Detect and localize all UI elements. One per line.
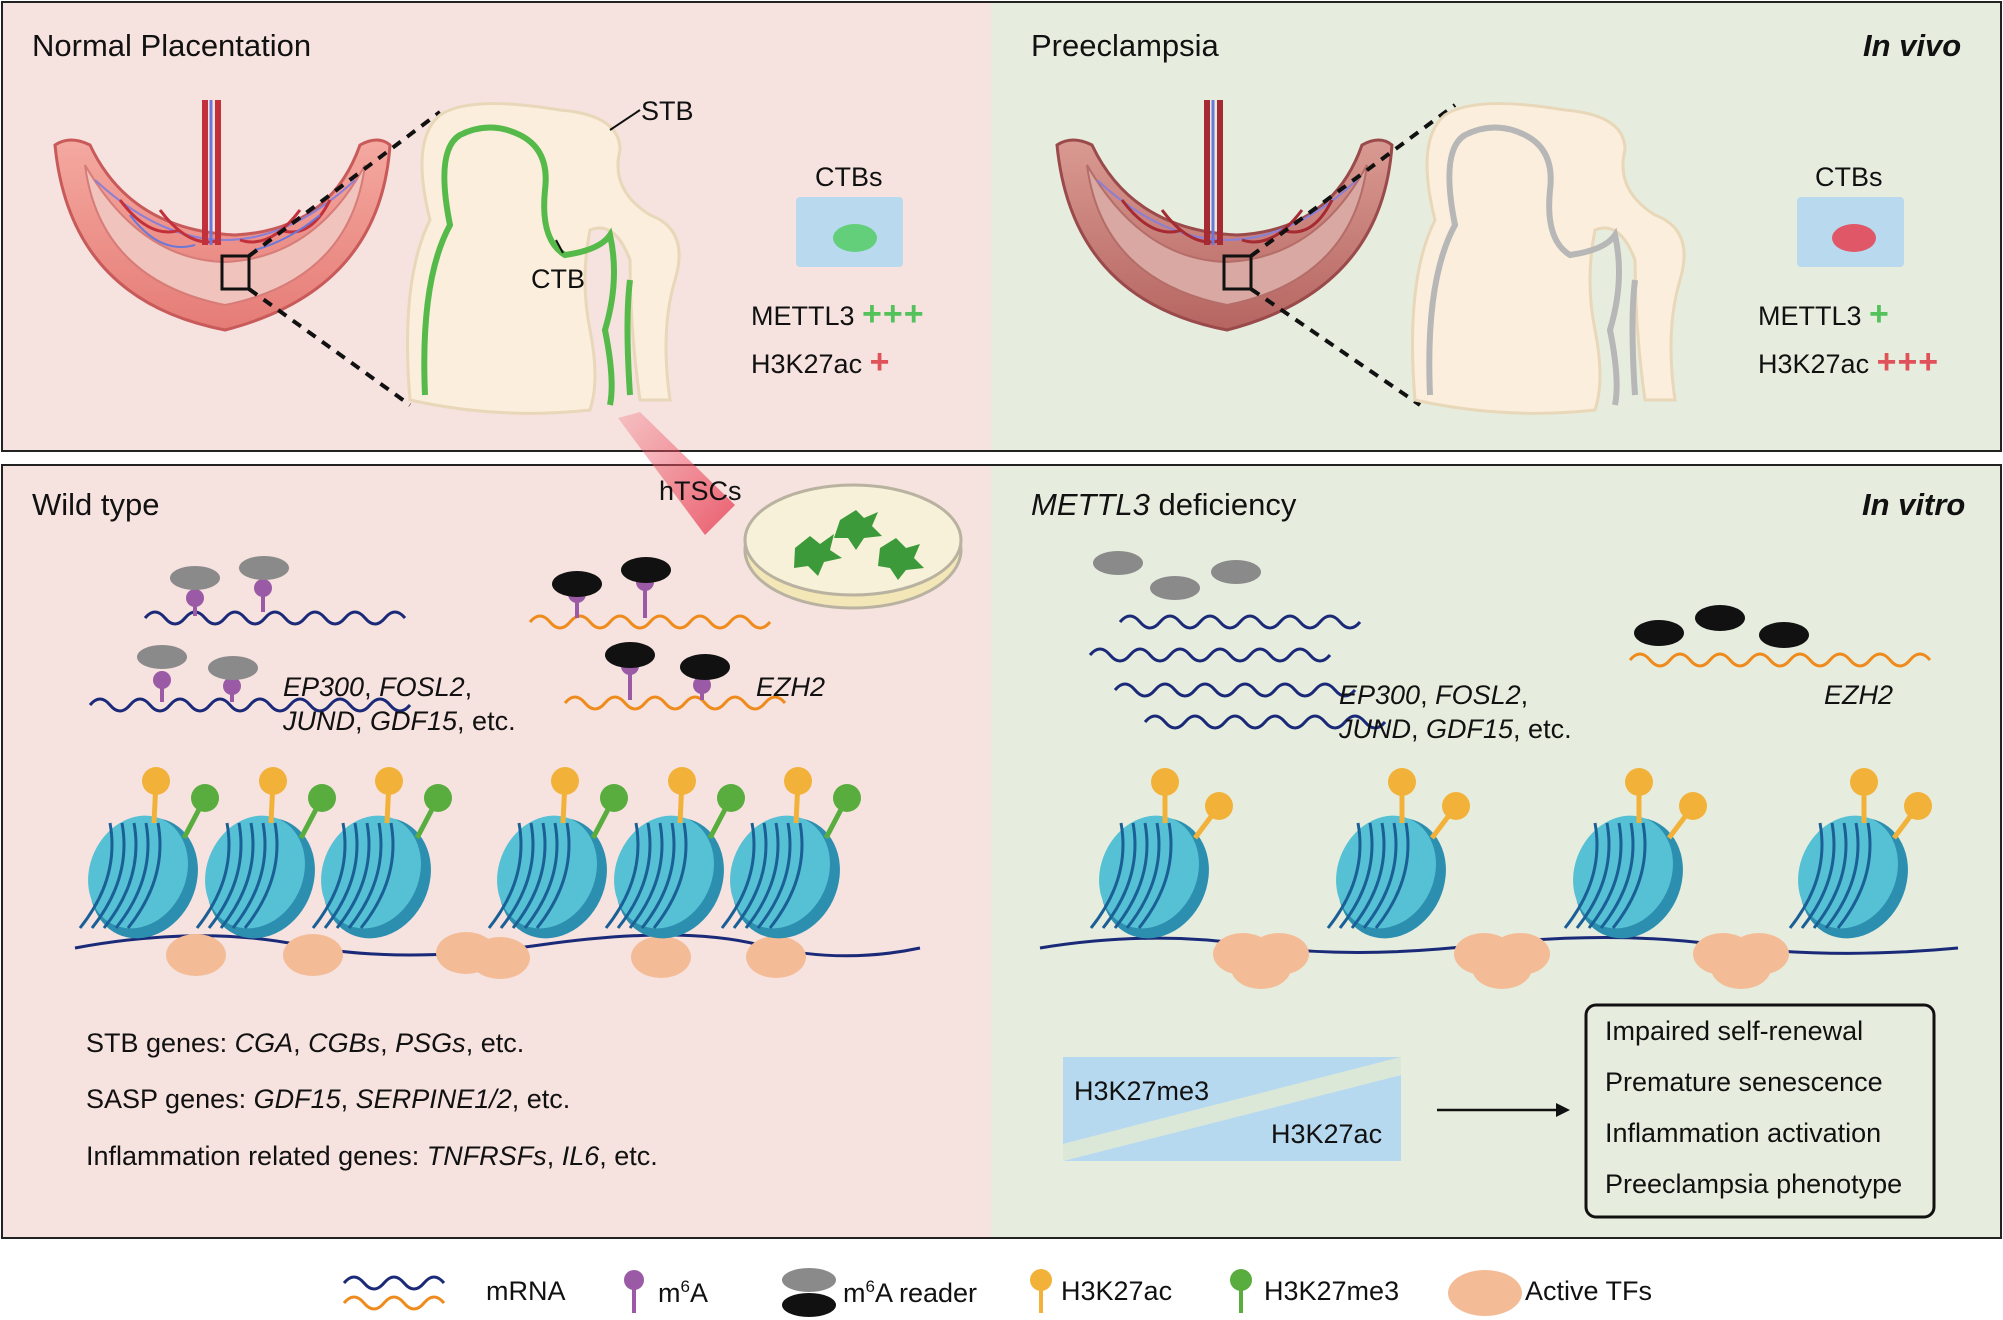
ctb-nucleus-normal bbox=[833, 224, 877, 252]
right-ezh2: EZH2 bbox=[1824, 680, 1894, 710]
ctb-label: CTB bbox=[531, 264, 585, 294]
outcome-box bbox=[1584, 1003, 1936, 1219]
legend-icons bbox=[342, 1268, 1522, 1317]
right-gene-list-2: JUND, GDF15, etc. bbox=[1339, 714, 1572, 744]
top-left-title: Normal Placentation bbox=[32, 28, 312, 63]
petri-dish bbox=[743, 483, 963, 610]
nucleosome-left-4 bbox=[487, 767, 628, 939]
mrna-group-left-orange bbox=[528, 557, 787, 711]
h3k27ac-level-left: + bbox=[869, 343, 890, 381]
stb-genes-line: STB genes: CGA, CGBs, PSGs, etc. bbox=[86, 1028, 525, 1058]
outcome-3: Inflammation activation bbox=[1605, 1118, 1882, 1148]
in-vitro-label: In vitro bbox=[1862, 487, 1966, 522]
right-h3k27ac: H3K27ac +++ bbox=[1758, 343, 1940, 381]
stb-label: STB bbox=[641, 96, 694, 126]
legend-m6a: m6A bbox=[658, 1277, 708, 1308]
gradient-top-label: H3K27me3 bbox=[1074, 1076, 1210, 1106]
chromatin-left bbox=[74, 932, 921, 979]
left-gene-list-2: JUND, GDF15, etc. bbox=[283, 706, 516, 736]
gradient-bottom-label: H3K27ac bbox=[1271, 1119, 1383, 1149]
legend-mrna: mRNA bbox=[486, 1276, 566, 1306]
legend-h3k27me3: H3K27me3 bbox=[1264, 1276, 1400, 1306]
villus-preeclampsia bbox=[1411, 102, 1686, 415]
nucleosomes-left bbox=[78, 767, 861, 939]
right-gene-list-1: EP300, FOSL2, bbox=[1339, 680, 1529, 710]
ctbs-label-right: CTBs bbox=[1815, 162, 1883, 192]
outcome-1: Impaired self-renewal bbox=[1605, 1016, 1864, 1046]
nucleosome-right-3 bbox=[1563, 768, 1707, 939]
top-frame bbox=[1, 1, 2002, 452]
right-mettl3: METTL3 + bbox=[1758, 295, 1889, 333]
top-right-title: Preeclampsia bbox=[1031, 28, 1219, 63]
mettl3-level-right: + bbox=[1869, 295, 1889, 333]
sasp-genes-line: SASP genes: GDF15, SERPINE1/2, etc. bbox=[86, 1084, 571, 1114]
placenta-preeclampsia bbox=[1055, 100, 1394, 332]
nucleosome-left-2 bbox=[195, 767, 336, 939]
nucleosome-right-1 bbox=[1089, 768, 1233, 939]
inflammation-genes-line: Inflammation related genes: TNFRSFs, IL6… bbox=[86, 1141, 658, 1171]
nucleosomes-right bbox=[1089, 768, 1932, 939]
mettl3-level-left: +++ bbox=[862, 295, 925, 333]
mrna-group-right-orange bbox=[1628, 605, 1932, 668]
nucleosome-right-4 bbox=[1788, 768, 1932, 939]
left-mettl3: METTL3 +++ bbox=[751, 295, 925, 333]
zoom-line-1 bbox=[247, 110, 442, 258]
villus-normal bbox=[406, 102, 681, 415]
histone-gradient bbox=[1063, 1057, 1401, 1161]
mrna-group-right-navy bbox=[1088, 551, 1387, 730]
nucleosome-left-6 bbox=[720, 767, 861, 939]
chromatin-right bbox=[1039, 933, 1959, 989]
in-vivo-label: In vivo bbox=[1863, 28, 1962, 63]
nucleosome-right-2 bbox=[1326, 768, 1470, 939]
nucleosome-left-3 bbox=[311, 767, 452, 939]
mrna-group-left-navy bbox=[88, 556, 412, 713]
left-gene-list-1: EP300, FOSL2, bbox=[283, 672, 473, 702]
outcome-4: Preeclampsia phenotype bbox=[1605, 1169, 1903, 1199]
legend-h3k27ac: H3K27ac bbox=[1061, 1276, 1173, 1306]
bottom-right-title: METTL3 deficiency bbox=[1031, 487, 1297, 522]
zoom-line-2 bbox=[247, 287, 412, 407]
nucleosome-left-5 bbox=[604, 767, 745, 939]
bottom-left-title: Wild type bbox=[32, 487, 160, 522]
bottom-frame bbox=[1, 464, 2002, 1239]
projection-beam bbox=[618, 412, 735, 535]
htscs-label: hTSCs bbox=[659, 476, 742, 506]
h3k27ac-level-right: +++ bbox=[1876, 343, 1940, 381]
nucleosome-left-1 bbox=[78, 767, 219, 939]
legend-m6a-reader: m6A reader bbox=[843, 1277, 978, 1308]
outcome-2: Premature senescence bbox=[1605, 1067, 1883, 1097]
left-h3k27ac: H3K27ac + bbox=[751, 343, 890, 381]
left-ezh2: EZH2 bbox=[756, 672, 826, 702]
ctbs-label-left: CTBs bbox=[815, 162, 883, 192]
legend-active-tfs: Active TFs bbox=[1525, 1276, 1653, 1306]
ctb-nucleus-preeclampsia bbox=[1832, 224, 1876, 252]
placenta-normal bbox=[53, 100, 392, 332]
